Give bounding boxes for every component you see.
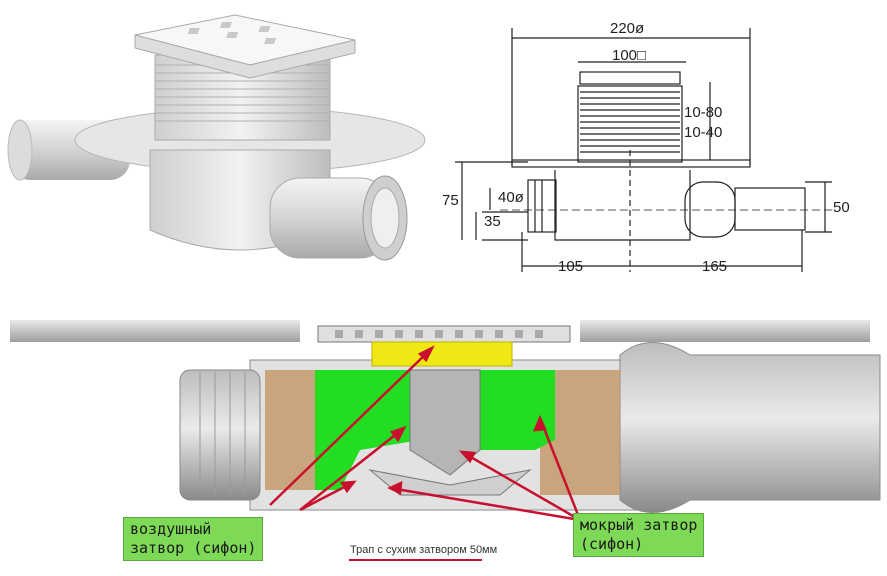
dim-10-40: 10-40 [684,124,722,141]
caption: Трап с сухим затвором 50мм [350,544,497,556]
floor-slab [10,320,300,342]
caption-suffix: 50мм [466,544,498,556]
arrow-air-2 [299,427,405,511]
dim-220: 220ø [610,20,644,37]
dim-35: 35 [484,213,501,230]
air-gate [371,341,513,367]
product-photo [7,14,426,261]
arrow-air-1 [269,347,433,506]
wet-seal-line2: (сифон) [580,535,644,553]
caption-prefix: Трап с [350,544,386,556]
arrow-wet-1 [389,486,581,522]
dim-165: 165 [702,258,727,275]
air-seal-line2: затвор (сифон) [130,539,257,557]
air-seal-line1: воздушный [130,520,212,538]
technical-drawing: 220ø 100□ 10-80 10-40 75 40ø 35 105 165 … [442,20,850,275]
water-right [470,370,555,450]
arrow-wet-3 [461,450,581,522]
water-left [315,370,420,490]
sediment [265,370,330,490]
dim-75: 75 [442,192,459,209]
arrow-wet-2 [538,417,582,521]
cross-section [10,320,881,561]
right-outlet-pipe [619,342,881,513]
dim-100: 100□ [612,47,646,64]
left-nut [179,369,261,501]
dim-50: 50 [833,199,850,216]
dim-105: 105 [558,258,583,275]
dim-10-80: 10-80 [684,104,722,121]
wet-seal-label: мокрый затвор (сифон) [573,513,705,557]
wet-seal-line1: мокрый затвор [580,516,698,534]
center-tube [409,369,481,476]
dim-40: 40ø [498,189,524,206]
air-seal-label: воздушный затвор (сифон) [123,517,264,561]
caption-highlight: сухим затвором [385,544,467,556]
